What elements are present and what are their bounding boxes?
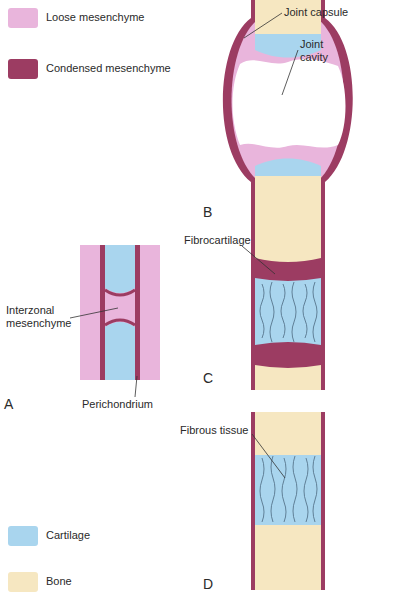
bone <box>255 0 321 38</box>
part-label: Joint capsule <box>284 6 374 19</box>
fiber-line <box>271 456 275 522</box>
joint-capsule <box>223 0 353 225</box>
leader-line <box>70 308 118 318</box>
fiber-line <box>260 458 264 522</box>
fibrous-tissue <box>255 455 321 525</box>
legend-text: Bone <box>46 575 72 588</box>
part-label: Interzonal mesenchyme <box>6 304 74 330</box>
periosteum <box>251 225 255 390</box>
fiber-line <box>304 458 308 522</box>
fibrocartilage <box>255 272 321 352</box>
cartilage <box>105 245 135 293</box>
periosteum <box>321 412 325 590</box>
legend-swatch <box>8 572 38 592</box>
leader-line <box>244 13 282 38</box>
cartilage <box>105 322 135 380</box>
bone <box>255 176 321 225</box>
interzone-edge <box>105 320 135 325</box>
part-label: Joint cavity <box>300 38 340 64</box>
fiber-line <box>313 456 317 522</box>
leader-lines <box>70 13 298 478</box>
fiber-line <box>270 282 274 342</box>
fiber-line <box>292 282 296 342</box>
periosteum <box>251 412 255 590</box>
bone <box>255 525 321 590</box>
fiber-line <box>260 284 264 338</box>
panel-letter: D <box>203 576 213 592</box>
legend-swatch <box>8 59 38 79</box>
legend-text: Condensed mesenchyme <box>46 62 171 75</box>
condensed-band <box>255 258 321 281</box>
fiber-lines <box>260 282 317 342</box>
synovial-joint <box>223 0 353 225</box>
panel-letter: B <box>203 204 212 220</box>
fiber-line <box>293 456 297 522</box>
legend-swatch <box>8 526 38 546</box>
part-label: Fibrocartilage <box>184 234 244 247</box>
leader-line <box>135 376 137 397</box>
leader-line <box>282 50 298 95</box>
cartilaginous-joint <box>251 225 325 390</box>
panel-letter: C <box>203 370 213 386</box>
fibrous-joint <box>251 412 325 590</box>
condensed-band <box>255 342 321 368</box>
panel-letter: A <box>4 396 13 412</box>
bone <box>255 412 321 457</box>
fiber-line <box>303 284 307 338</box>
fiber-line <box>282 458 286 522</box>
fiber-lines <box>260 456 317 522</box>
periosteum <box>321 225 325 390</box>
joint-cavity <box>233 59 346 148</box>
perichondrium <box>135 245 140 380</box>
legend-text: Cartilage <box>46 529 90 542</box>
part-label: Perichondrium <box>82 398 172 411</box>
fiber-line <box>281 284 285 338</box>
leader-line <box>252 434 285 478</box>
loose-mesenchyme <box>140 245 160 380</box>
legend-text: Loose mesenchyme <box>46 11 144 24</box>
interzone-edge <box>105 290 135 295</box>
developing-joint <box>80 245 160 380</box>
part-label: Fibrous tissue <box>180 424 256 437</box>
leader-line <box>242 246 275 274</box>
perichondrium <box>100 245 105 380</box>
fiber-line <box>313 282 317 342</box>
legend-swatch <box>8 8 38 28</box>
